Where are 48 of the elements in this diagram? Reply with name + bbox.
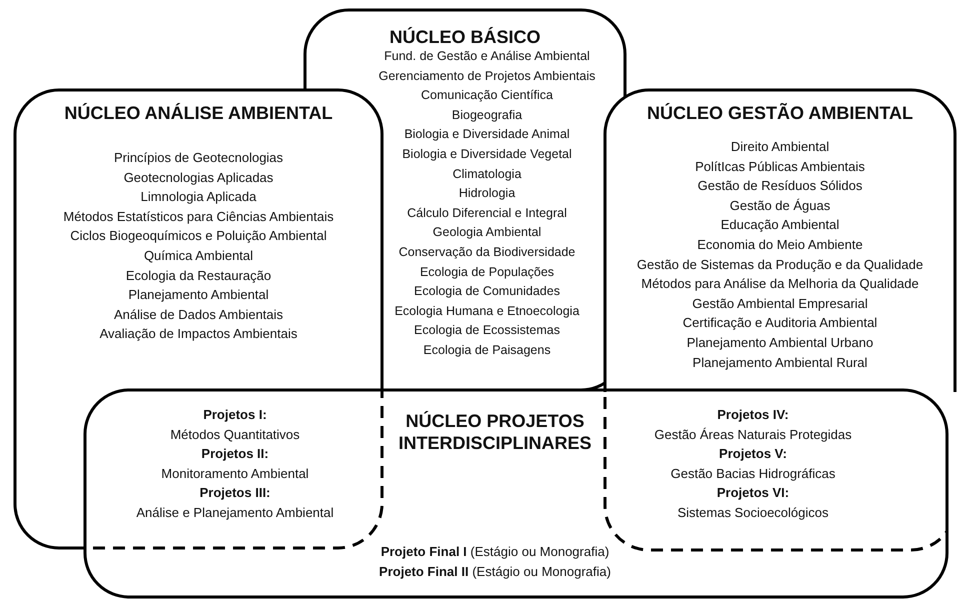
course-name: Ecologia de Comunidades (413, 283, 561, 300)
course-name: Ecologia de Paisagens (422, 342, 552, 359)
course-name: Avaliação de Impactos Ambientais (98, 325, 298, 344)
course-name: Análise de Dados Ambientais (112, 306, 284, 324)
course-name: Comunicação Científica (420, 87, 554, 104)
course-name: Direito Ambiental (730, 138, 830, 156)
course-name: Gestão Ambiental Empresarial (691, 294, 869, 313)
course-name: Biogeografia (450, 106, 524, 124)
course-name: Hidrologia (458, 185, 516, 202)
course-name: Gestão de Resíduos Sólidos (696, 177, 864, 196)
course-name: Planejamento Ambiental (127, 286, 270, 304)
region-heading: NÚCLEO GESTÃO AMBIENTAL (646, 102, 914, 124)
course-name: Conservação da Biodiversidade (398, 244, 576, 261)
course-name: Limnologia Aplicada (140, 188, 258, 206)
course-name: Planejamento Ambiental Urbano (686, 334, 874, 352)
region-heading: NÚCLEO PROJETOS INTERDISCIPLINARES (397, 410, 593, 454)
course-name: Educação Ambiental (720, 216, 840, 234)
course-name: Gestão de Águas (728, 196, 832, 215)
course-name: Biologia e Diversidade Vegetal (401, 146, 573, 163)
project-entry: Projetos VI: Sistemas Socioecológicos (676, 484, 830, 522)
project-entry: Projetos V: Gestão Bacias Hidrográficas (670, 445, 836, 483)
region-heading: NÚCLEO BÁSICO (388, 26, 542, 48)
course-name: Geologia Ambiental (432, 224, 542, 242)
project-entry: Projetos IV: Gestão Áreas Naturais Protegidas (653, 406, 853, 444)
course-name: Ciclos Biogeoquímicos e Poluição Ambiental (69, 227, 328, 246)
course-name: Ecologia Humana e Etnoecologia (394, 302, 580, 320)
project-entry: Projeto Final II (Estágio ou Monografia) (378, 562, 612, 581)
project-entry: Projeto Final I (Estágio ou Monografia) (380, 543, 610, 561)
course-name: Planejamento Ambiental Rural (692, 354, 868, 372)
course-name: Ecologia da Restauração (124, 266, 272, 285)
course-name: Biologia e Diversidade Animal (403, 126, 571, 144)
course-name: Fund. de Gestão e Análise Ambiental (383, 48, 591, 65)
course-name: Métodos para Análise da Melhoria da Qualidade (640, 275, 920, 294)
course-name: Ecologia de Ecossistemas (413, 322, 561, 340)
project-entry: Projetos I: Métodos Quantitativos (169, 406, 301, 444)
course-name: Princípios de Geotecnologias (112, 149, 284, 167)
course-name: Geotecnologias Aplicadas (122, 168, 274, 187)
course-name: Climatologia (452, 166, 522, 183)
course-name: Métodos Estatísticos para Ciências Ambientais (62, 208, 335, 226)
course-name: Certificação e Auditoria Ambiental (682, 314, 878, 332)
course-name: PolítIcas Públicas Ambientais (694, 158, 866, 176)
course-name: Economia do Meio Ambiente (696, 236, 864, 254)
course-name: Gestão de Sistemas da Produção e da Qualidade (636, 256, 924, 274)
course-name: Gerenciamento de Projetos Ambientais (378, 68, 596, 85)
project-entry: Projetos II: Monitoramento Ambiental (160, 445, 310, 483)
region-heading: NÚCLEO ANÁLISE AMBIENTAL (63, 102, 334, 124)
project-entry: Projetos III: Análise e Planejamento Ambiental (135, 484, 335, 522)
course-name: Química Ambiental (142, 246, 254, 265)
